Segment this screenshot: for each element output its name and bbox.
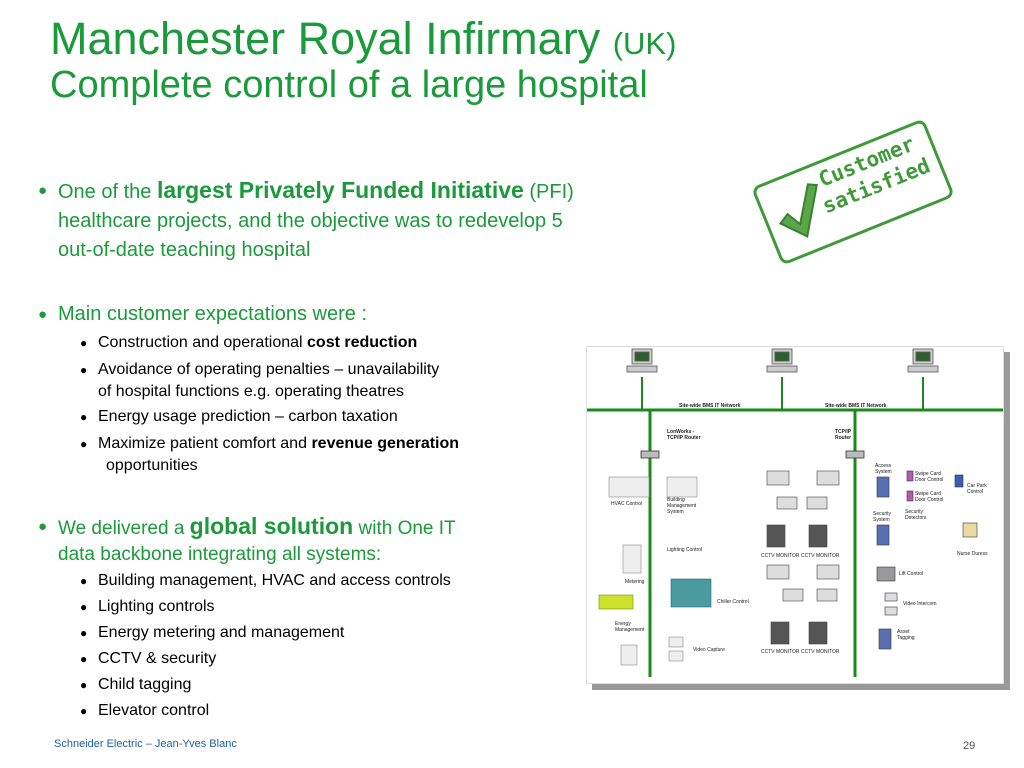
swipe-card-label: Swipe Card Door Control: [915, 491, 944, 503]
access-label: Access System: [875, 463, 892, 475]
asset-tagging-label: Asset Tagging: [897, 629, 915, 641]
network-diagram-drawing: [587, 348, 1003, 677]
item-text: Child tagging: [98, 676, 192, 693]
item-text: Elevator control: [98, 702, 210, 719]
item-text: Avoidance of operating penalties – unava…: [98, 361, 440, 378]
cctv-monitor-label: CCTV MONITOR: [801, 553, 840, 559]
network-label-right: Site-wide BMS IT Network: [825, 403, 887, 409]
bullet-dot-icon: ●: [38, 306, 48, 323]
pfi-line3: out-of-date teaching hospital: [58, 239, 311, 261]
delivered-item: ● Lighting controls: [80, 596, 215, 618]
bullet-delivered: ● We delivered a global solution with On…: [38, 512, 538, 567]
delivered-item: ● CCTV & security: [80, 648, 216, 670]
slide-title: Manchester Royal Infirmary (UK) Complete…: [50, 13, 677, 107]
bullet-dot-icon: ●: [80, 626, 88, 640]
bullet-dot-icon: ●: [80, 410, 88, 424]
item-text: Construction and operational: [98, 334, 303, 351]
video-capture-label: Video Capture: [693, 647, 725, 653]
security-label: Security System: [873, 511, 892, 523]
bullet-dot-icon: ●: [80, 437, 88, 451]
delivered-line2: data backbone integrating all systems:: [58, 544, 382, 565]
lighting-label: Lighting Control: [667, 547, 703, 553]
delivered-post: with One IT: [358, 518, 456, 539]
bullet-expectations: ● Main customer expectations were :: [38, 300, 367, 329]
delivered-item: ● Child tagging: [80, 674, 191, 696]
metering-label: Metering: [625, 579, 645, 585]
bullet-dot-icon: ●: [38, 518, 48, 535]
swipe-card-label: Swipe Card Door Control: [915, 471, 944, 483]
bullet-pfi: ● One of the largest Privately Funded In…: [38, 176, 718, 265]
expectation-item: ● Maximize patient comfort and revenue g…: [80, 433, 459, 477]
workstation-icon: [626, 348, 939, 373]
router-label-left: LonWorks - TCP/IP Router: [667, 429, 701, 441]
video-intercom-label: Video Intercom: [903, 601, 937, 607]
item-text: Maximize patient comfort and: [98, 435, 307, 452]
bullet-dot-icon: ●: [80, 574, 88, 588]
network-diagram: Site-wide BMS IT Network Site-wide BMS I…: [586, 346, 1004, 684]
bullet-dot-icon: ●: [38, 182, 48, 199]
delivered-item: ● Energy metering and management: [80, 622, 344, 644]
customer-satisfied-stamp: Customer satisfied: [751, 118, 955, 266]
item-bold: revenue generation: [311, 435, 460, 452]
cctv-icons: [766, 470, 840, 645]
bms-label: Building Management System: [667, 497, 697, 515]
security-icons: [876, 470, 978, 650]
bullet-dot-icon: ●: [80, 336, 88, 350]
expectations-heading: Main customer expectations were :: [58, 303, 368, 325]
item-bold: cost reduction: [307, 334, 418, 351]
checkmark-icon: [778, 183, 818, 238]
title-country: (UK): [612, 26, 677, 61]
bullet-dot-icon: ●: [80, 652, 88, 666]
delivered-strong: global solution: [189, 513, 354, 539]
item-text: Energy metering and management: [98, 624, 345, 641]
item-text: Lighting controls: [98, 598, 215, 615]
bullet-dot-icon: ●: [80, 704, 88, 718]
pfi-line2: healthcare projects, and the objective w…: [58, 210, 563, 232]
delivered-item: ● Building management, HVAC and access co…: [80, 570, 451, 592]
bullet-dot-icon: ●: [80, 363, 88, 377]
security-detectors-label: Security Detectors: [905, 509, 927, 521]
pfi-post: (PFI): [529, 181, 574, 203]
pfi-pre: One of the: [58, 181, 152, 203]
expectation-item: ● Avoidance of operating penalties – una…: [80, 359, 439, 403]
item-text: opportunities: [106, 457, 198, 474]
page-number: 29: [963, 740, 976, 752]
hvac-label: HVAC Control: [611, 501, 643, 507]
expectation-item: ● Construction and operational cost redu…: [80, 332, 417, 354]
chiller-label: Chiller Control: [717, 599, 749, 605]
cctv-monitor-label: CCTV MONITOR: [761, 553, 800, 559]
expectation-item: ● Energy usage prediction – carbon taxat…: [80, 406, 398, 428]
energy-label: Energy Management: [615, 621, 645, 633]
item-text: Building management, HVAC and access con…: [98, 572, 451, 589]
lift-label: Lift Control: [899, 571, 924, 577]
nurse-duress-label: Nurse Duress: [957, 551, 988, 557]
router-label-right: TCP/IP Router: [835, 429, 852, 441]
router-icon: [640, 450, 865, 459]
item-text: CCTV & security: [98, 650, 217, 667]
cctv-monitor-label: CCTV MONITOR: [761, 649, 800, 655]
network-label-left: Site-wide BMS IT Network: [679, 403, 741, 409]
title-line2: Complete control of a large hospital: [50, 64, 648, 107]
bullet-dot-icon: ●: [80, 678, 88, 692]
car-park-label: Car Park Control: [967, 483, 987, 495]
delivered-pre: We delivered a: [58, 518, 185, 539]
footer-text: Schneider Electric – Jean-Yves Blanc: [54, 738, 237, 750]
item-text: of hospital functions e.g. operating the…: [98, 383, 404, 400]
delivered-item: ● Elevator control: [80, 700, 209, 722]
bullet-dot-icon: ●: [80, 600, 88, 614]
cctv-monitor-label: CCTV MONITOR: [801, 649, 840, 655]
controller-icons: [598, 476, 712, 666]
pfi-strong: largest Privately Funded Initiative: [156, 177, 524, 203]
item-text: Energy usage prediction – carbon taxatio…: [98, 408, 398, 425]
title-line1: Manchester Royal Infirmary: [50, 13, 601, 64]
